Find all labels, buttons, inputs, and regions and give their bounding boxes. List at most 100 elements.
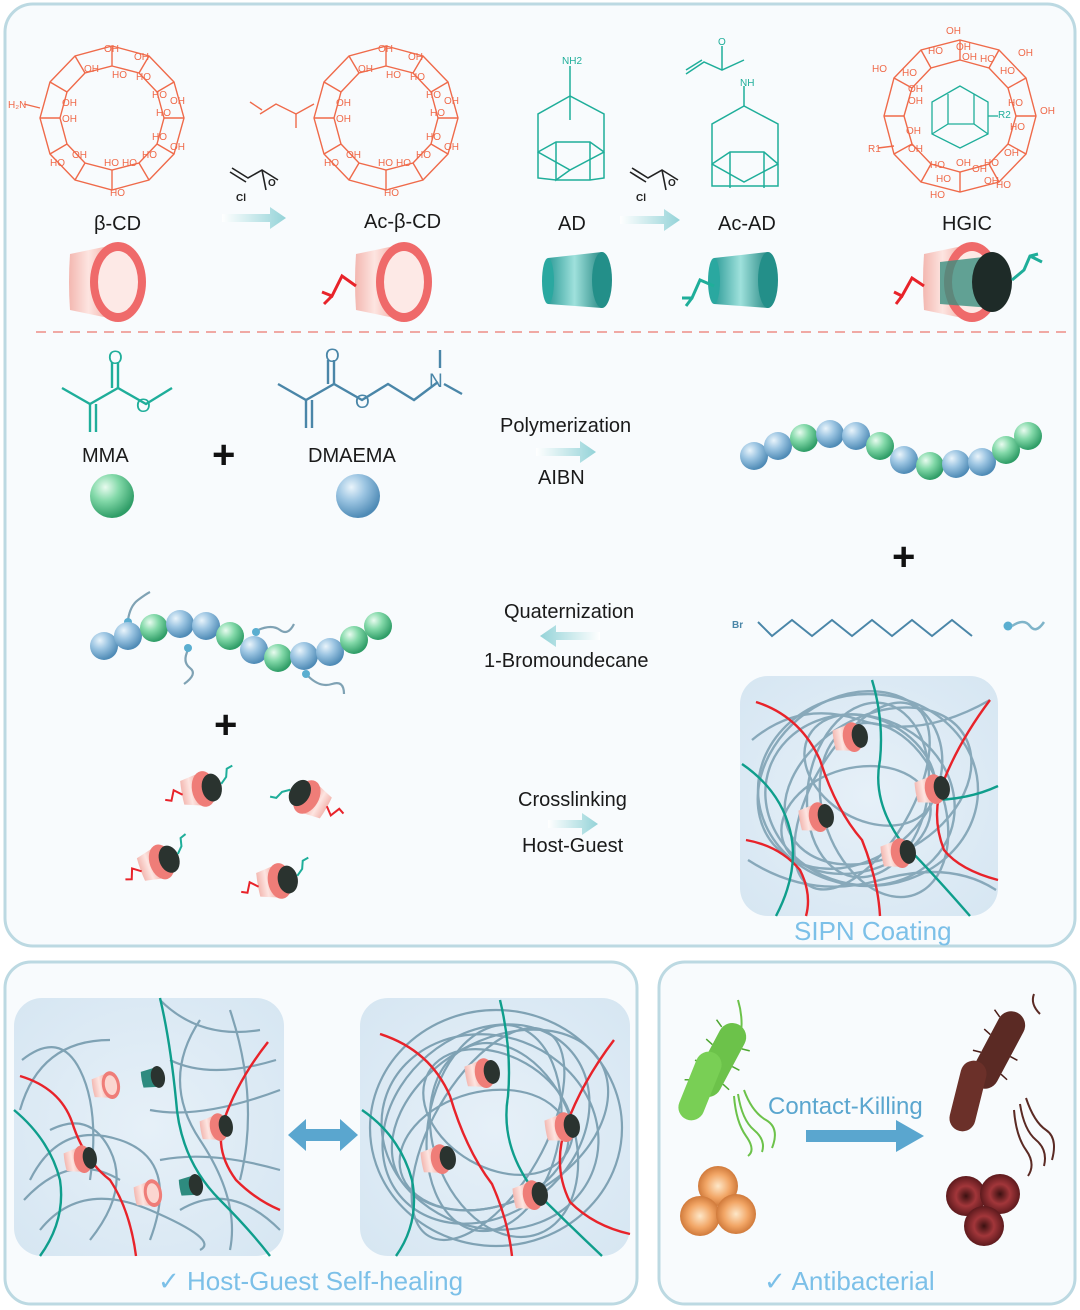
- polymerization-label: Polymerization: [500, 415, 631, 437]
- acad-label: Ac-AD: [718, 213, 776, 235]
- acad-amine: NH: [740, 78, 754, 89]
- dmaema-n: N: [429, 371, 443, 392]
- cl-atom-2: Cl: [636, 193, 646, 204]
- svg-text:HO: HO: [872, 64, 887, 75]
- acad-structure: [685, 46, 779, 188]
- arrow-quaternization: [540, 625, 600, 647]
- svg-text:HO: HO: [104, 158, 119, 169]
- svg-text:HO: HO: [110, 188, 125, 199]
- healed-network: [360, 998, 631, 1257]
- svg-text:OH: OH: [62, 98, 77, 109]
- svg-text:HO: HO: [996, 180, 1011, 191]
- svg-text:HO: HO: [930, 190, 945, 201]
- dmaema-o2: O: [355, 392, 370, 413]
- svg-text:OH: OH: [1004, 148, 1019, 159]
- svg-text:OH: OH: [408, 52, 423, 63]
- svg-text:HO: HO: [936, 174, 951, 185]
- svg-text:HO: HO: [426, 132, 441, 143]
- svg-text:HO: HO: [136, 72, 151, 83]
- svg-text:OH: OH: [956, 158, 971, 169]
- svg-text:HO: HO: [426, 90, 441, 101]
- arrow-crosslinking: [548, 813, 598, 835]
- self-healing-caption: ✓ Host-Guest Self-healing: [158, 1266, 463, 1296]
- sipn-coating-label: SIPN Coating: [794, 916, 952, 946]
- svg-text:OH: OH: [170, 142, 185, 153]
- svg-text:OH: OH: [908, 144, 923, 155]
- bromoundecane-chain: [757, 618, 973, 638]
- svg-text:OH: OH: [104, 44, 119, 55]
- ad-label: AD: [558, 213, 586, 235]
- mma-label: MMA: [82, 445, 129, 467]
- acbcd-cone-icon: [321, 242, 432, 322]
- svg-text:OH: OH: [1018, 48, 1033, 59]
- dmaema-o1: O: [325, 346, 340, 367]
- hgic-structure: OH OH HO OH HO OH HO HO HO OH OH HO OH H…: [868, 26, 1055, 201]
- svg-text:R2: R2: [998, 110, 1011, 121]
- br-atom: Br: [732, 620, 743, 631]
- svg-text:HO: HO: [1008, 98, 1023, 109]
- svg-text:OH: OH: [358, 64, 373, 75]
- bcd-structure: OH OH OH HO HO HO OH HO HO OH HO HO HO H…: [8, 44, 185, 199]
- arrow-polymerization: [536, 441, 596, 463]
- svg-text:HO: HO: [50, 158, 65, 169]
- svg-text:HO: HO: [1000, 66, 1015, 77]
- bidirectional-arrow-icon: [288, 1119, 358, 1151]
- arrow-acylation-2: [620, 209, 680, 231]
- svg-text:OH: OH: [1040, 106, 1055, 117]
- copolymer-chain: [740, 420, 1042, 480]
- arrow-contact-killing: [806, 1120, 924, 1152]
- host-guest-label: Host-Guest: [522, 835, 624, 857]
- svg-text:HO: HO: [396, 158, 411, 169]
- svg-text:OH: OH: [962, 52, 977, 63]
- live-cells-icon: [680, 1166, 756, 1236]
- svg-text:HO: HO: [984, 158, 999, 169]
- aibn-label: AIBN: [538, 467, 585, 489]
- svg-text:OH: OH: [984, 176, 999, 187]
- svg-text:HO: HO: [378, 158, 393, 169]
- plus-mma-dmaema: +: [212, 433, 235, 477]
- svg-text:OH: OH: [444, 96, 459, 107]
- svg-text:HO: HO: [430, 108, 445, 119]
- svg-text:HO: HO: [324, 158, 339, 169]
- mma-structure: [61, 362, 173, 432]
- damaged-network: [13, 997, 284, 1257]
- acbcd-structure: OH OH OH HO HO HO OH HO HO OH HO HO HO H…: [249, 44, 459, 199]
- antibacterial-caption: ✓ Antibacterial: [764, 1266, 935, 1296]
- svg-text:HO: HO: [1010, 122, 1025, 133]
- o-atom-2: O: [668, 178, 676, 189]
- svg-text:OH: OH: [84, 64, 99, 75]
- svg-text:HO: HO: [122, 158, 137, 169]
- svg-text:HO: HO: [156, 108, 171, 119]
- arrow-acylation-1: [222, 207, 286, 229]
- cl-atom-1: Cl: [236, 193, 246, 204]
- dead-cells-icon: [946, 1174, 1020, 1246]
- crosslinking-label: Crosslinking: [518, 789, 627, 811]
- svg-text:OH: OH: [906, 126, 921, 137]
- svg-text:OH: OH: [908, 84, 923, 95]
- svg-text:OH: OH: [336, 114, 351, 125]
- svg-text:HO: HO: [902, 68, 917, 79]
- acryloyl-chloride-2: [629, 167, 679, 191]
- dead-bacteria-icon: [949, 993, 1055, 1177]
- acbcd-label: Ac-β-CD: [364, 211, 441, 233]
- dmaema-label: DMAEMA: [308, 445, 396, 467]
- svg-text:OH: OH: [62, 114, 77, 125]
- ad-amine: NH2: [562, 56, 582, 67]
- acad-cylinder-icon: [682, 252, 778, 308]
- svg-text:HO: HO: [928, 46, 943, 57]
- svg-text:HO: HO: [384, 188, 399, 199]
- acryloyl-chloride-1: [229, 167, 279, 191]
- svg-text:OH: OH: [170, 96, 185, 107]
- mma-o2: O: [136, 396, 151, 417]
- bcd-cone-icon: [69, 242, 146, 322]
- svg-text:HO: HO: [152, 132, 167, 143]
- plus-hgic: +: [214, 703, 237, 747]
- quaternized-chain: [90, 591, 392, 695]
- ad-cylinder-icon: [542, 252, 612, 308]
- svg-text:HO: HO: [416, 150, 431, 161]
- bromoundecane-label: 1-Bromoundecane: [484, 650, 649, 672]
- acad-oxygen: O: [718, 37, 726, 48]
- bcd-label: β-CD: [94, 213, 141, 235]
- dmaema-bead: [336, 474, 380, 518]
